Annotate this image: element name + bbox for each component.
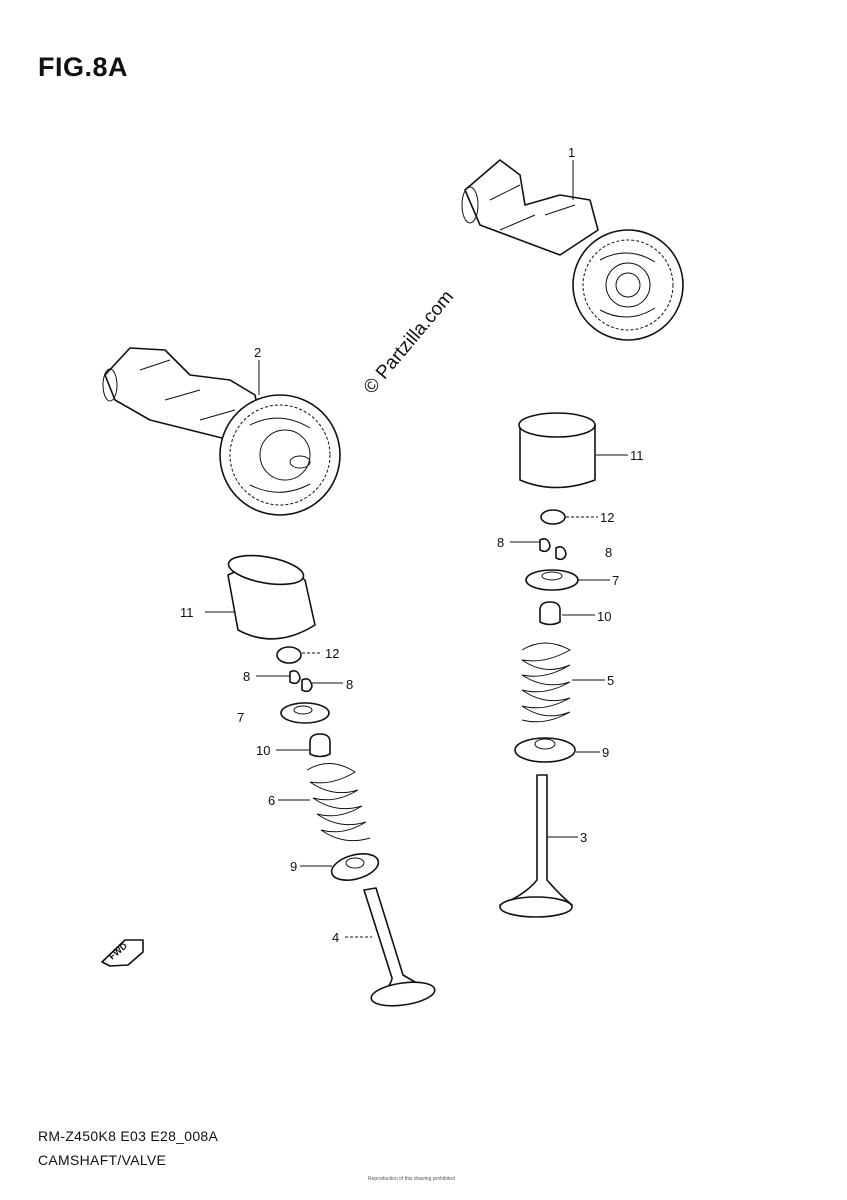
- camshaft-intake[interactable]: [102, 347, 341, 516]
- callout-9-left: 9: [290, 859, 297, 874]
- tappet-right[interactable]: [518, 412, 596, 489]
- callout-10-right: 10: [597, 609, 611, 624]
- callout-6: 6: [268, 793, 275, 808]
- callout-8-left-b: 8: [346, 677, 353, 692]
- valve-seal-left[interactable]: [309, 733, 331, 758]
- tappet-left[interactable]: [226, 551, 316, 640]
- shim-left[interactable]: [276, 646, 302, 664]
- figure-title: FIG.8A: [38, 52, 129, 82]
- callout-10-left: 10: [256, 743, 270, 758]
- shim-right[interactable]: [540, 509, 566, 525]
- callout-8-left-a: 8: [243, 669, 250, 684]
- valve-spring-left[interactable]: [306, 763, 371, 842]
- intake-valve[interactable]: [363, 887, 436, 1009]
- diagram-name: CAMSHAFT/VALVE: [38, 1152, 167, 1168]
- callout-4: 4: [332, 930, 339, 945]
- retainer-left[interactable]: [280, 702, 330, 724]
- callout-8-right-b: 8: [605, 545, 612, 560]
- cotter-right[interactable]: [539, 538, 567, 561]
- watermark: © Partzilla.com: [360, 287, 458, 399]
- callout-12-left: 12: [325, 646, 339, 661]
- valve-seal-right[interactable]: [539, 601, 561, 626]
- callout-2: 2: [254, 345, 261, 360]
- camshaft-exhaust[interactable]: [461, 159, 684, 341]
- diagram-code: RM-Z450K8 E03 E28_008A: [38, 1128, 219, 1144]
- callout-1: 1: [568, 145, 575, 160]
- cotter-left[interactable]: [289, 670, 313, 693]
- valve-spring-right[interactable]: [521, 642, 572, 723]
- callout-12-right: 12: [600, 510, 614, 525]
- exhaust-valve[interactable]: [499, 774, 573, 918]
- spring-seat-right[interactable]: [514, 737, 576, 763]
- forward-direction-arrow: FWD: [101, 939, 144, 967]
- callout-7-left: 7: [237, 710, 244, 725]
- callout-9-right: 9: [602, 745, 609, 760]
- copyright-notice: Reproduction of this drawing prohibited: [368, 1176, 455, 1182]
- callout-5: 5: [607, 673, 614, 688]
- spring-seat-left[interactable]: [329, 849, 382, 885]
- retainer-right[interactable]: [525, 569, 579, 591]
- callout-8-right-a: 8: [497, 535, 504, 550]
- callout-11-left: 11: [180, 605, 194, 620]
- callout-7-right: 7: [612, 573, 619, 588]
- callout-11-right: 11: [630, 448, 644, 463]
- callout-3: 3: [580, 830, 587, 845]
